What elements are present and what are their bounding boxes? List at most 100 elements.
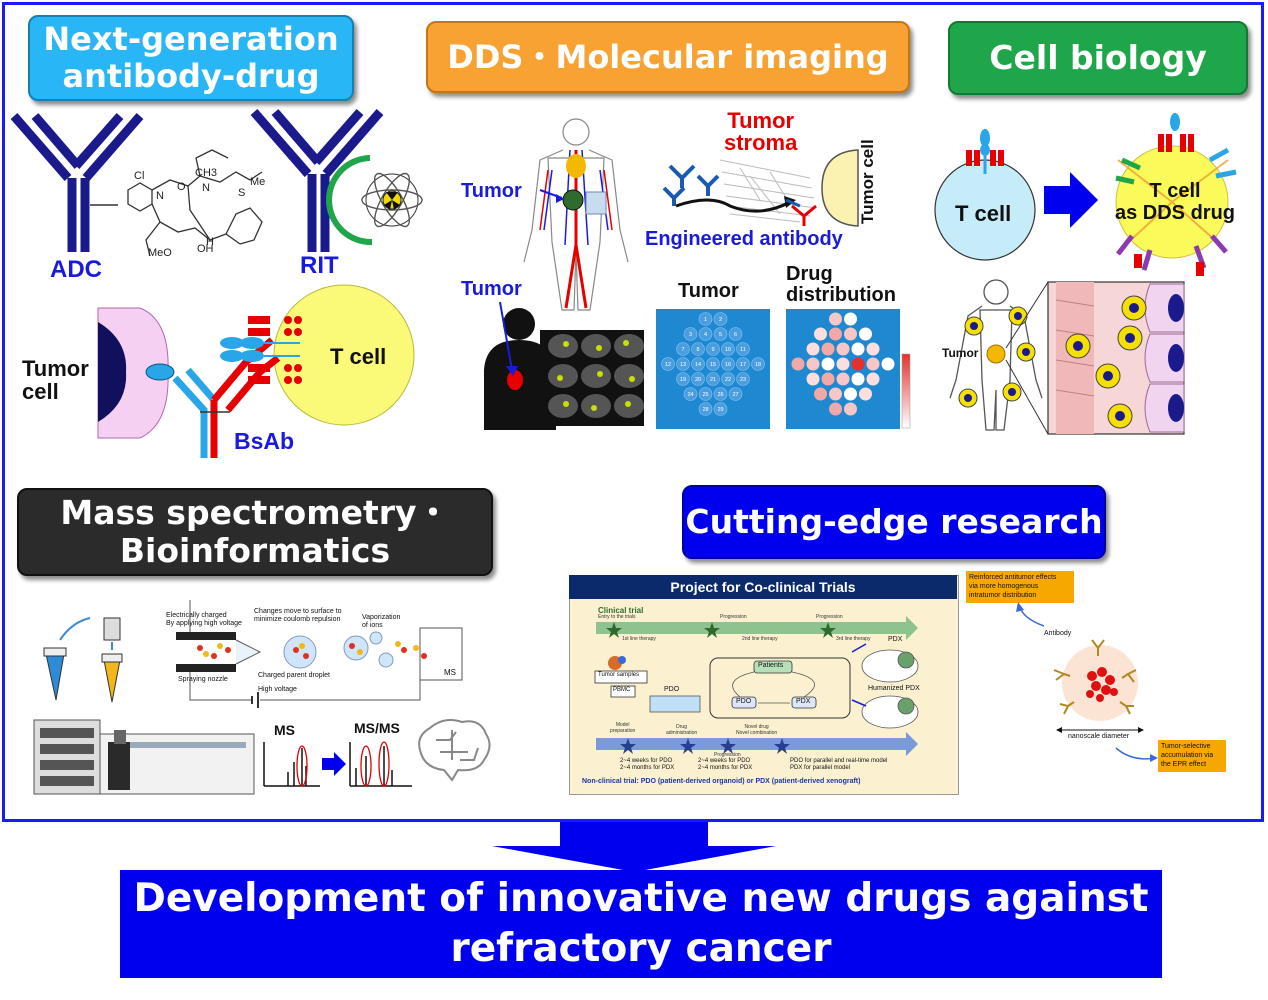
label-tumor-cell-line1: Tumor bbox=[22, 356, 89, 381]
conclusion-banner: Development of innovative new drugs agai… bbox=[120, 870, 1162, 978]
chem-meo: MeO bbox=[148, 247, 172, 259]
label-progression3: Progression bbox=[714, 752, 741, 758]
label-progression1: Progression bbox=[720, 614, 747, 620]
tumor-grid-well bbox=[698, 327, 713, 341]
tumor-grid-well bbox=[676, 342, 690, 356]
tumor-grid-number: 13 bbox=[680, 362, 686, 368]
drug-dist-well bbox=[851, 372, 865, 386]
tumor-grid-well bbox=[691, 342, 705, 356]
drug-dist-well bbox=[806, 372, 820, 386]
label-model-prep: Model preparation bbox=[610, 722, 635, 734]
tumor-grid-number: 28 bbox=[702, 407, 708, 413]
tumor-grid-well bbox=[676, 372, 690, 386]
drug-dist-well bbox=[821, 372, 835, 386]
label-t-cell-dds-line1: T cell bbox=[1149, 180, 1201, 202]
tumor-small-icon bbox=[986, 344, 1006, 364]
tumor-grid-number: 15 bbox=[710, 362, 716, 368]
label-reinforced-line1: Reinforced antitumor effects bbox=[969, 574, 1057, 581]
header-mass-line1: Mass spectrometry・ bbox=[60, 493, 450, 533]
header-next-gen-antibody: Next-generation antibody-drug bbox=[28, 15, 354, 101]
tumor-grid-well bbox=[706, 342, 720, 356]
label-tumor-cell-line2: cell bbox=[22, 379, 59, 404]
main-frame bbox=[2, 2, 1264, 822]
chem-s: S bbox=[238, 187, 245, 199]
label-vaporization: Vaporization of ions bbox=[362, 614, 400, 630]
drug-dist-well bbox=[806, 357, 820, 371]
tumor-grid-well bbox=[706, 372, 720, 386]
pdo-inner-box bbox=[731, 696, 757, 709]
label-months-pdx2: 2~4 months for PDX bbox=[698, 765, 753, 771]
tumor-grid-well bbox=[698, 312, 713, 326]
label-tumor-stroma-line1: Tumor bbox=[727, 108, 795, 133]
label-pbmc: PBMC bbox=[613, 687, 631, 693]
label-pdx: PDX bbox=[888, 636, 903, 643]
drug-dist-well bbox=[836, 342, 850, 356]
drug-dist-well bbox=[851, 342, 865, 356]
label-changes-move: Changes move to surface to minimize coul… bbox=[254, 608, 342, 624]
tumor-grid-number: 8 bbox=[696, 347, 699, 353]
label-parallel1: PDO for parallel and real-time model bbox=[790, 758, 888, 764]
tumor-grid-number: 25 bbox=[702, 392, 708, 398]
tumor-grid-number: 4 bbox=[704, 332, 707, 338]
tumor-grid-number: 27 bbox=[732, 392, 738, 398]
tumor-grid-number: 12 bbox=[665, 362, 671, 368]
drug-dist-well bbox=[829, 387, 842, 401]
label-t-cell-bsab: T cell bbox=[330, 344, 387, 369]
drug-distribution-circles bbox=[791, 312, 895, 416]
mouse-icons bbox=[861, 649, 919, 729]
label-drug-admin-line1: Drug bbox=[676, 724, 687, 730]
label-nanoscale: nanoscale diameter bbox=[1068, 733, 1130, 740]
label-patients: Patients bbox=[758, 662, 784, 669]
cocl-panel bbox=[569, 575, 959, 795]
tumor-grid-number: 3 bbox=[689, 332, 692, 338]
tumor-grid-well bbox=[721, 342, 735, 356]
tumor-grid-number: 7 bbox=[681, 347, 684, 353]
chem-o: O bbox=[177, 181, 186, 193]
header-cutting-edge: Cutting-edge research bbox=[682, 485, 1106, 559]
label-msms: MS/MS bbox=[354, 720, 400, 736]
tumor-grid-well bbox=[736, 342, 750, 356]
np-antibodies-icon bbox=[1053, 639, 1137, 715]
chem-h: H bbox=[206, 236, 214, 248]
label-vap-line1: Vaporization bbox=[362, 614, 401, 621]
label-tumor-grid: Tumor bbox=[678, 280, 739, 302]
drug-dist-well bbox=[844, 327, 857, 341]
drug-dist-well bbox=[859, 387, 872, 401]
patient-tumor-icon bbox=[507, 370, 523, 390]
header-dds-imaging: DDS・Molecular imaging bbox=[426, 21, 910, 93]
drug-dist-well bbox=[844, 312, 857, 326]
label-ec-line2: By applying high voltage bbox=[166, 620, 242, 627]
drug-dist-well bbox=[814, 327, 827, 341]
tumor-grid-number: 14 bbox=[695, 362, 701, 368]
drug-dist-well bbox=[844, 387, 857, 401]
label-tumor-cell-bio: Tumor bbox=[942, 346, 979, 360]
label-parallel: PDO for parallel and real-time model PDX… bbox=[790, 758, 887, 772]
patients-box bbox=[753, 660, 793, 674]
drug-dist-well bbox=[881, 357, 895, 371]
tumor-grid-well bbox=[728, 387, 743, 401]
header-cell-biology: Cell biology bbox=[948, 21, 1248, 95]
tumor-grid-number: 17 bbox=[740, 362, 746, 368]
brain-circuit-icon bbox=[418, 719, 491, 782]
label-months-pdx1: 2~4 months for PDX bbox=[620, 765, 675, 771]
chem-me: Me bbox=[250, 176, 265, 188]
tumor-grid-number: 22 bbox=[725, 377, 731, 383]
tumor-grid-well bbox=[706, 357, 720, 371]
label-nonclinical: Non-clinical trial: PDO (patient-derived… bbox=[582, 778, 861, 785]
ms-spectrum-icon bbox=[263, 742, 320, 787]
label-selective-line3: the EPR effect bbox=[1161, 761, 1207, 768]
chem-n2: N bbox=[202, 182, 210, 194]
tumor-grid-well bbox=[691, 357, 705, 371]
tumor-samples-box bbox=[594, 670, 648, 684]
tumor-grid-well bbox=[736, 372, 750, 386]
arrow-ms-icon bbox=[322, 752, 346, 776]
conclusion-line2: refractory cancer bbox=[450, 926, 832, 971]
tumor-grid-well bbox=[736, 357, 750, 371]
drug-dist-well bbox=[866, 357, 880, 371]
tumor-grid-number: 24 bbox=[687, 392, 693, 398]
drug-dist-well bbox=[829, 327, 842, 341]
